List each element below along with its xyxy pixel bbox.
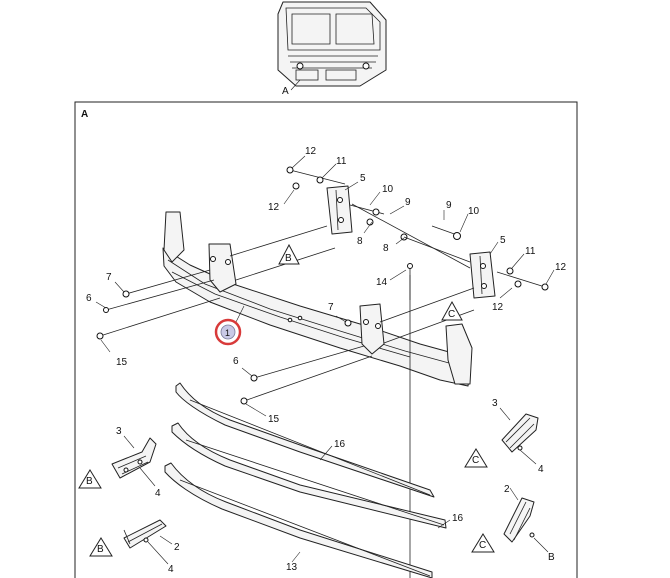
highlighted-callout-1: 1 [214, 305, 245, 346]
callout-label: 5 [500, 235, 506, 246]
svg-text:C: C [479, 540, 486, 551]
callout-label: 2 [504, 484, 510, 495]
bumper-beam [162, 211, 473, 387]
reference-marker-c-top: C [441, 300, 463, 321]
callout-label: 5 [360, 173, 366, 184]
callout-leaders [95, 155, 555, 565]
callout-label: 3 [116, 426, 122, 437]
callout-label: 4 [168, 564, 174, 575]
svg-text:B: B [86, 476, 93, 487]
callout-label: 15 [116, 357, 128, 368]
clip-left-upper [111, 437, 157, 479]
callout-label: 4 [155, 488, 161, 499]
reference-marker-b-left-lower: B [89, 537, 113, 557]
callout-label: 8 [357, 236, 363, 247]
clip-left-lower [123, 519, 167, 549]
callout-label: 12 [555, 262, 567, 273]
reference-marker-c-right-lower: C [471, 533, 495, 553]
callout-label: 2 [174, 542, 180, 553]
callout-label: 9 [405, 197, 411, 208]
callout-label: 10 [468, 206, 480, 217]
callout-label: 12 [268, 202, 280, 213]
reference-marker-b-left-upper: B [78, 469, 102, 489]
callout-label: 12 [305, 146, 317, 157]
callout-numbers: 12 11 5 10 12 9 8 9 10 8 5 11 12 12 7 14… [86, 146, 567, 575]
reference-marker-c-right-upper: C [464, 448, 488, 468]
bracket-right [469, 251, 496, 299]
callout-label: 12 [492, 302, 504, 313]
callout-label: 11 [336, 156, 347, 167]
clip-right-lower [503, 497, 535, 543]
view-label: A [81, 109, 88, 120]
callout-label: 14 [376, 277, 388, 288]
bracket-left [326, 185, 353, 235]
callout-label: 7 [106, 272, 112, 283]
cab-thumbnail: A [277, 1, 387, 97]
callout-label: 16 [452, 513, 464, 524]
svg-text:B: B [97, 544, 104, 555]
callout-label: 11 [525, 246, 536, 257]
callout-label: 16 [334, 439, 346, 450]
trim-strips [164, 382, 447, 578]
callout-label: 13 [286, 562, 298, 573]
detail-frame [74, 101, 578, 578]
svg-text:C: C [472, 455, 479, 466]
callout-label: 10 [382, 184, 394, 195]
callout-label: 8 [383, 243, 389, 254]
svg-text:B: B [285, 253, 292, 264]
callout-label: 6 [233, 356, 239, 367]
svg-text:1: 1 [225, 328, 230, 338]
callout-label: 6 [86, 293, 92, 304]
cab-pointer-label: A [282, 86, 289, 97]
fasteners [96, 166, 549, 405]
callout-label: 3 [492, 398, 498, 409]
callout-label: 9 [446, 200, 452, 211]
clip-right-upper [501, 413, 539, 453]
svg-text:C: C [448, 309, 455, 320]
callout-label: 7 [328, 302, 334, 313]
callout-label: B [548, 552, 555, 563]
callout-label: 15 [268, 414, 280, 425]
callout-label: 4 [538, 464, 544, 475]
reference-marker-b-top: B [278, 243, 300, 265]
